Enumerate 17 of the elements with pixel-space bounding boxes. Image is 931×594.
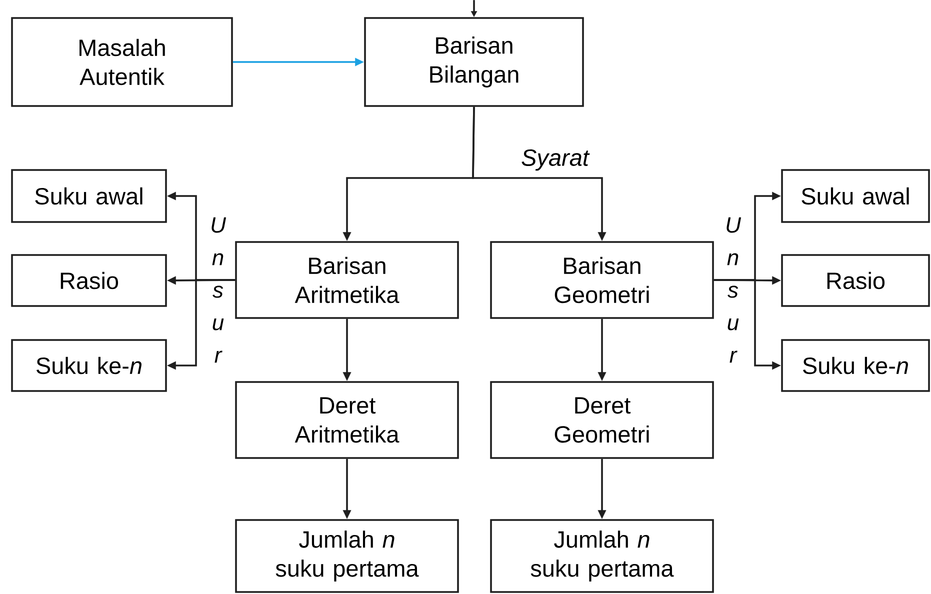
process-box: Barisan Geometri xyxy=(490,241,714,319)
vertical-label: Unsur xyxy=(212,217,226,363)
process-box: Jumlah n suku pertama xyxy=(235,519,459,593)
process-box: Barisan Bilangan xyxy=(364,17,584,107)
process-box: Suku ke-n xyxy=(11,339,167,392)
process-box: Masalah Autentik xyxy=(11,17,233,107)
process-box: Rasio xyxy=(11,254,167,307)
process-box: Suku awal xyxy=(11,169,167,223)
process-box: Deret Aritmetika xyxy=(235,381,459,459)
process-box: Barisan Aritmetika xyxy=(235,241,459,319)
process-box: Deret Geometri xyxy=(490,381,714,459)
vertical-label: Unsur xyxy=(726,217,742,363)
process-box: Suku ke-n xyxy=(781,339,930,392)
process-box: Suku awal xyxy=(781,169,930,223)
process-box: Rasio xyxy=(781,254,930,307)
process-box: Jumlah n suku pertama xyxy=(490,519,714,593)
side-label: Syarat xyxy=(522,149,590,171)
